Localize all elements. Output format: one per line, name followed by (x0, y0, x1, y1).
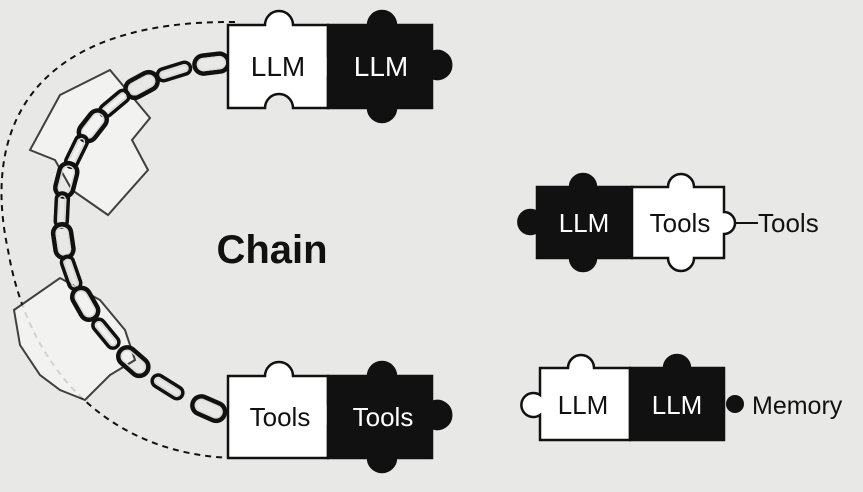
puzzle-low-right: LLM (628, 353, 726, 442)
chain-link-highlight (196, 55, 227, 72)
puzzle-label-low-extra: Memory (752, 392, 843, 420)
puzzle-piece-icon (326, 9, 453, 124)
chain-link-highlight (120, 349, 147, 374)
chain-link-highlight (159, 64, 189, 79)
puzzle-bottom-left: Tools (226, 360, 341, 460)
puzzle-label-low-right: LLM (652, 390, 703, 420)
puzzle-label-mid-extra: Tools (758, 208, 819, 238)
chain-link (69, 285, 101, 323)
chain-link-highlight (154, 377, 181, 397)
puzzle-piece-icon (628, 353, 726, 442)
puzzle-piece-icon (520, 353, 632, 442)
puzzle-low-left: LLM (520, 353, 632, 442)
puzzle-piece-icon (326, 360, 453, 474)
puzzle-label-mid-right: Tools (650, 208, 711, 238)
puzzle-piece-icon (630, 172, 737, 273)
chain-link (190, 394, 228, 424)
chain-link (50, 222, 76, 261)
puzzle-piece-icon (517, 172, 634, 273)
chain-link (91, 317, 121, 350)
puzzle-mid-left: LLM (517, 172, 634, 273)
chain-icon (50, 51, 231, 424)
puzzle-label-top-right: LLM (354, 51, 408, 82)
puzzle-top-left: LLM (226, 9, 341, 110)
puzzle-label-low-left: LLM (558, 390, 609, 420)
chain-link (116, 345, 151, 379)
connector-knob-low (726, 395, 744, 413)
puzzle-label-bottom-right: Tools (353, 402, 414, 432)
puzzle-label-mid-left: LLM (559, 208, 610, 238)
chain-link-highlight (63, 258, 79, 287)
dashed-arc (0, 20, 241, 459)
diagram-title: Chain (216, 228, 327, 272)
chain-link (192, 51, 231, 76)
puzzle-mid-right: Tools (630, 172, 737, 273)
puzzle-label-top-left: LLM (251, 51, 305, 82)
puzzle-bottom-right: Tools (326, 360, 453, 474)
puzzle-label-bottom-left: Tools (250, 402, 311, 432)
chain-link-highlight (127, 74, 156, 96)
chain-link (155, 60, 193, 83)
chain-link-highlight (74, 290, 96, 318)
chain-link-highlight (95, 321, 117, 346)
puzzle-top-right: LLM (326, 9, 453, 124)
chain-link-highlight (57, 195, 67, 225)
chain-link-highlight (194, 398, 223, 419)
chain-link (150, 373, 185, 401)
